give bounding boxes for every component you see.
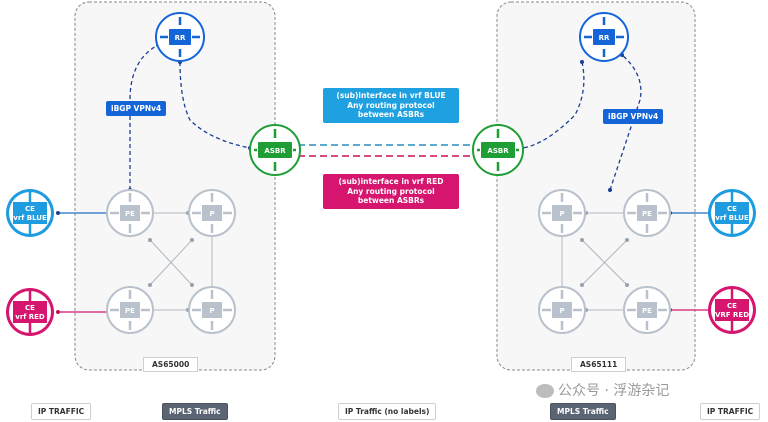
asbr-left-label: ASBR <box>264 147 286 155</box>
as-right-boundary <box>496 1 696 371</box>
traffic-mpls-right: MPLS Traffic <box>550 403 616 420</box>
rr-right-label: RR <box>599 34 610 42</box>
note-blue-line1: (sub)interface in vrf BLUE <box>336 91 446 100</box>
pe-left-bottom-node[interactable]: PE <box>106 286 154 334</box>
p-right-bottom-node[interactable]: P <box>538 286 586 334</box>
pe-right-bottom-node[interactable]: PE <box>623 286 671 334</box>
p-right-top-node[interactable]: P <box>538 189 586 237</box>
wechat-icon <box>536 384 554 398</box>
note-blue-line3: between ASBRs <box>357 110 425 119</box>
traffic-ip-nolabel: IP Traffic (no labels) <box>338 403 437 420</box>
p-left-top-node[interactable]: P <box>188 189 236 237</box>
traffic-ip-left: IP TRAFFIC <box>31 403 92 420</box>
ibgp-sessions <box>129 44 642 191</box>
p-right-top-label: P <box>559 210 564 218</box>
note-blue-line2: Any routing protocol <box>347 100 435 110</box>
p-left-bottom-node[interactable]: P <box>188 286 236 334</box>
pe-right-top-label: PE <box>642 210 652 218</box>
as-right-label: AS65111 <box>571 357 627 372</box>
watermark-text: 公众号 · 浮游杂记 <box>558 383 670 399</box>
asbr-right-node[interactable]: ASBR <box>472 124 524 176</box>
p-right-bottom-label: P <box>559 307 564 315</box>
note-red-line3: between ASBRs <box>357 196 425 205</box>
rr-left-node[interactable]: RR <box>155 12 205 62</box>
ibgp-label-right: iBGP VPNv4 <box>603 109 664 124</box>
as-left-label: AS65000 <box>143 357 199 372</box>
pe-left-bottom-label: PE <box>125 307 135 315</box>
watermark: 公众号 · 浮游杂记 <box>536 380 669 400</box>
p-left-bottom-label: P <box>209 307 214 315</box>
ibgp-label-left: iBGP VPNv4 <box>106 101 167 116</box>
asbr-left-node[interactable]: ASBR <box>249 124 301 176</box>
note-vrf-blue: (sub)interface in vrf BLUE Any routing p… <box>323 88 459 123</box>
p-left-top-label: P <box>209 210 214 218</box>
asbr-right-label: ASBR <box>487 147 509 155</box>
traffic-mpls-left: MPLS Traffic <box>162 403 228 420</box>
pe-left-top-node[interactable]: PE <box>106 189 154 237</box>
rr-left-label: RR <box>175 34 186 42</box>
rr-right-node[interactable]: RR <box>579 12 629 62</box>
note-red-line2: Any routing protocol <box>347 186 435 196</box>
note-vrf-red: (sub)interface in vrf RED Any routing pr… <box>323 174 459 209</box>
pe-right-top-node[interactable]: PE <box>623 189 671 237</box>
pe-right-bottom-label: PE <box>642 307 652 315</box>
note-red-line1: (sub)interface in vrf RED <box>338 177 444 186</box>
pe-left-top-label: PE <box>125 210 135 218</box>
traffic-ip-right: IP TRAFFIC <box>700 403 761 420</box>
